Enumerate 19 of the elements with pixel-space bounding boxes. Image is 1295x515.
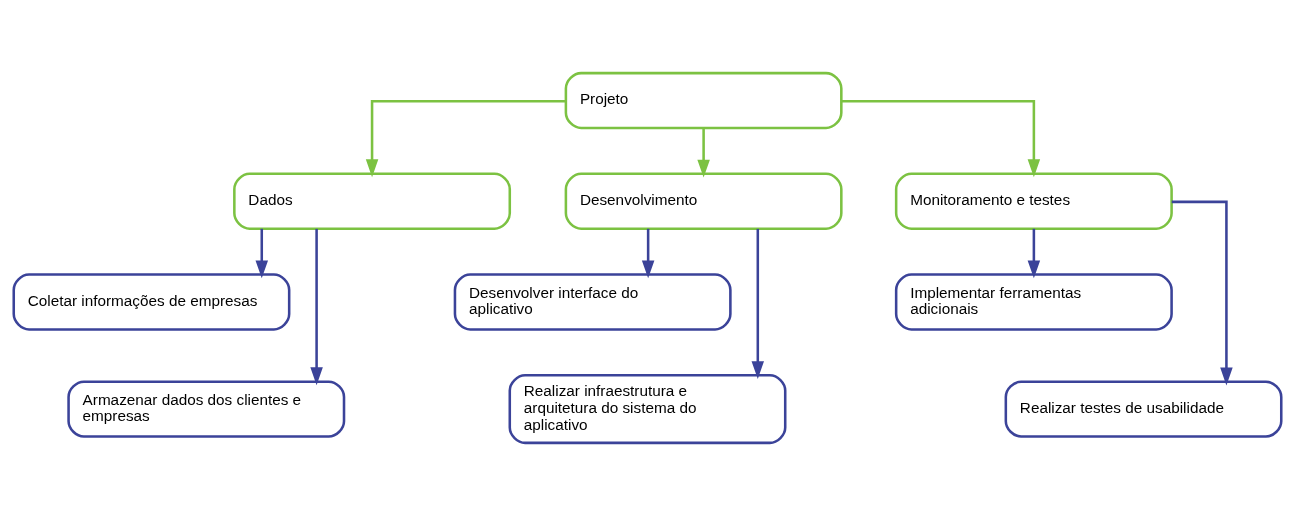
node-box: Projeto: [564, 71, 843, 129]
arrow: [841, 99, 1041, 177]
node-box: Armazenar dados dos clientes e empresas: [67, 379, 346, 438]
arrow: [1027, 228, 1041, 278]
arrow: [255, 228, 268, 278]
arrow: [1171, 200, 1233, 385]
arrow: [697, 127, 710, 178]
node-box: Realizar infraestrutura e arquitetura do sistema do aplicativo: [508, 373, 787, 444]
arrow: [365, 99, 566, 177]
node-box: Implementar ferramentas adicionais: [894, 272, 1173, 331]
node-box: Realizar testes de usabilidade: [1004, 379, 1283, 438]
node-box: Desenvolver interface do aplicativo: [453, 272, 732, 331]
arrow: [641, 228, 655, 278]
node-box: Coletar informações de empresas: [12, 272, 291, 331]
arrow: [310, 228, 323, 385]
arrow: [751, 228, 765, 379]
node-box: Monitoramento e testes: [894, 172, 1173, 230]
node-box: Dados: [233, 172, 512, 230]
node-box: Desenvolvimento: [564, 172, 843, 230]
